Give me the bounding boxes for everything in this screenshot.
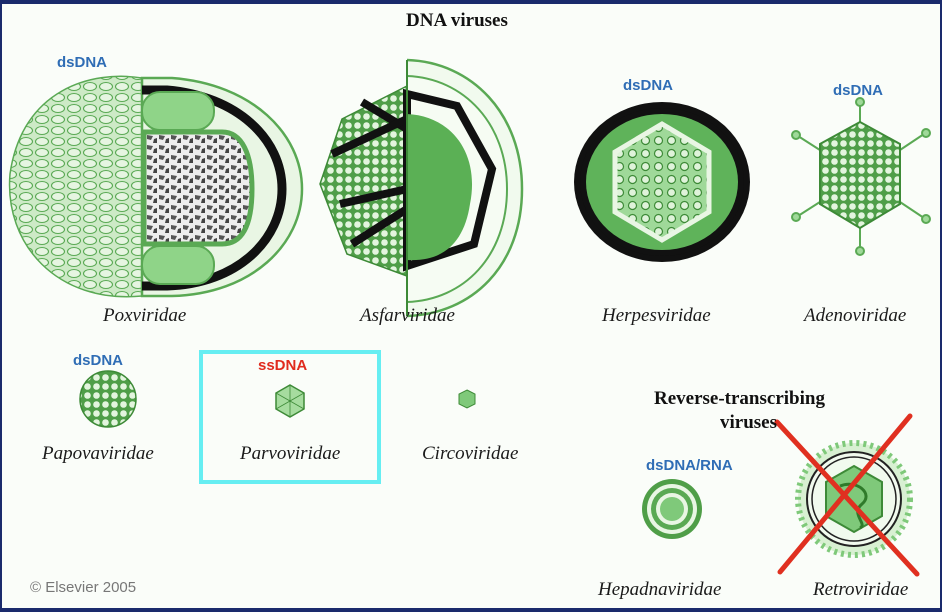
diagram-title: DNA viruses — [406, 10, 508, 31]
parvoviridae-virion — [275, 384, 305, 418]
parvoviridae-label: Parvoviridae — [240, 443, 341, 464]
cross-out-mark — [774, 413, 920, 577]
reverse-transcribing-title-line1: Reverse-transcribing — [654, 388, 825, 409]
poxviridae-genome-tag: dsDNA — [57, 54, 108, 71]
hepadnaviridae-virion — [642, 479, 702, 539]
hepadnaviridae-genome-tag: dsDNA/RNA — [646, 457, 733, 474]
herpesviridae-virion — [574, 102, 750, 262]
retroviridae-virion — [795, 440, 913, 558]
parvoviridae-highlight-box — [199, 350, 381, 484]
herpesviridae-genome-tag: dsDNA — [623, 77, 674, 94]
retroviridae-label: Retroviridae — [813, 579, 909, 600]
adenoviridae-genome-tag: dsDNA — [833, 82, 884, 99]
hepadnaviridae-label: Hepadnaviridae — [598, 579, 722, 600]
circoviridae-virion — [458, 389, 476, 409]
copyright-notice: © Elsevier 2005 — [30, 579, 137, 596]
virus-illustrations — [8, 58, 931, 577]
poxviridae-label: Poxviridae — [103, 305, 187, 326]
adenoviridae-label: Adenoviridae — [804, 305, 907, 326]
adenoviridae-virion — [791, 97, 931, 256]
papovaviridae-genome-tag: dsDNA — [73, 352, 124, 369]
poxviridae-virion — [8, 75, 304, 298]
reverse-transcribing-title-line2: viruses — [720, 412, 777, 433]
parvoviridae-genome-tag: ssDNA — [258, 357, 308, 374]
papovaviridae-virion — [79, 370, 137, 428]
circoviridae-label: Circoviridae — [422, 443, 519, 464]
herpesviridae-label: Herpesviridae — [602, 305, 711, 326]
papovaviridae-label: Papovaviridae — [42, 443, 154, 464]
asfarviridae-label: Asfarviridae — [360, 305, 455, 326]
asfarviridae-virion — [319, 58, 524, 318]
